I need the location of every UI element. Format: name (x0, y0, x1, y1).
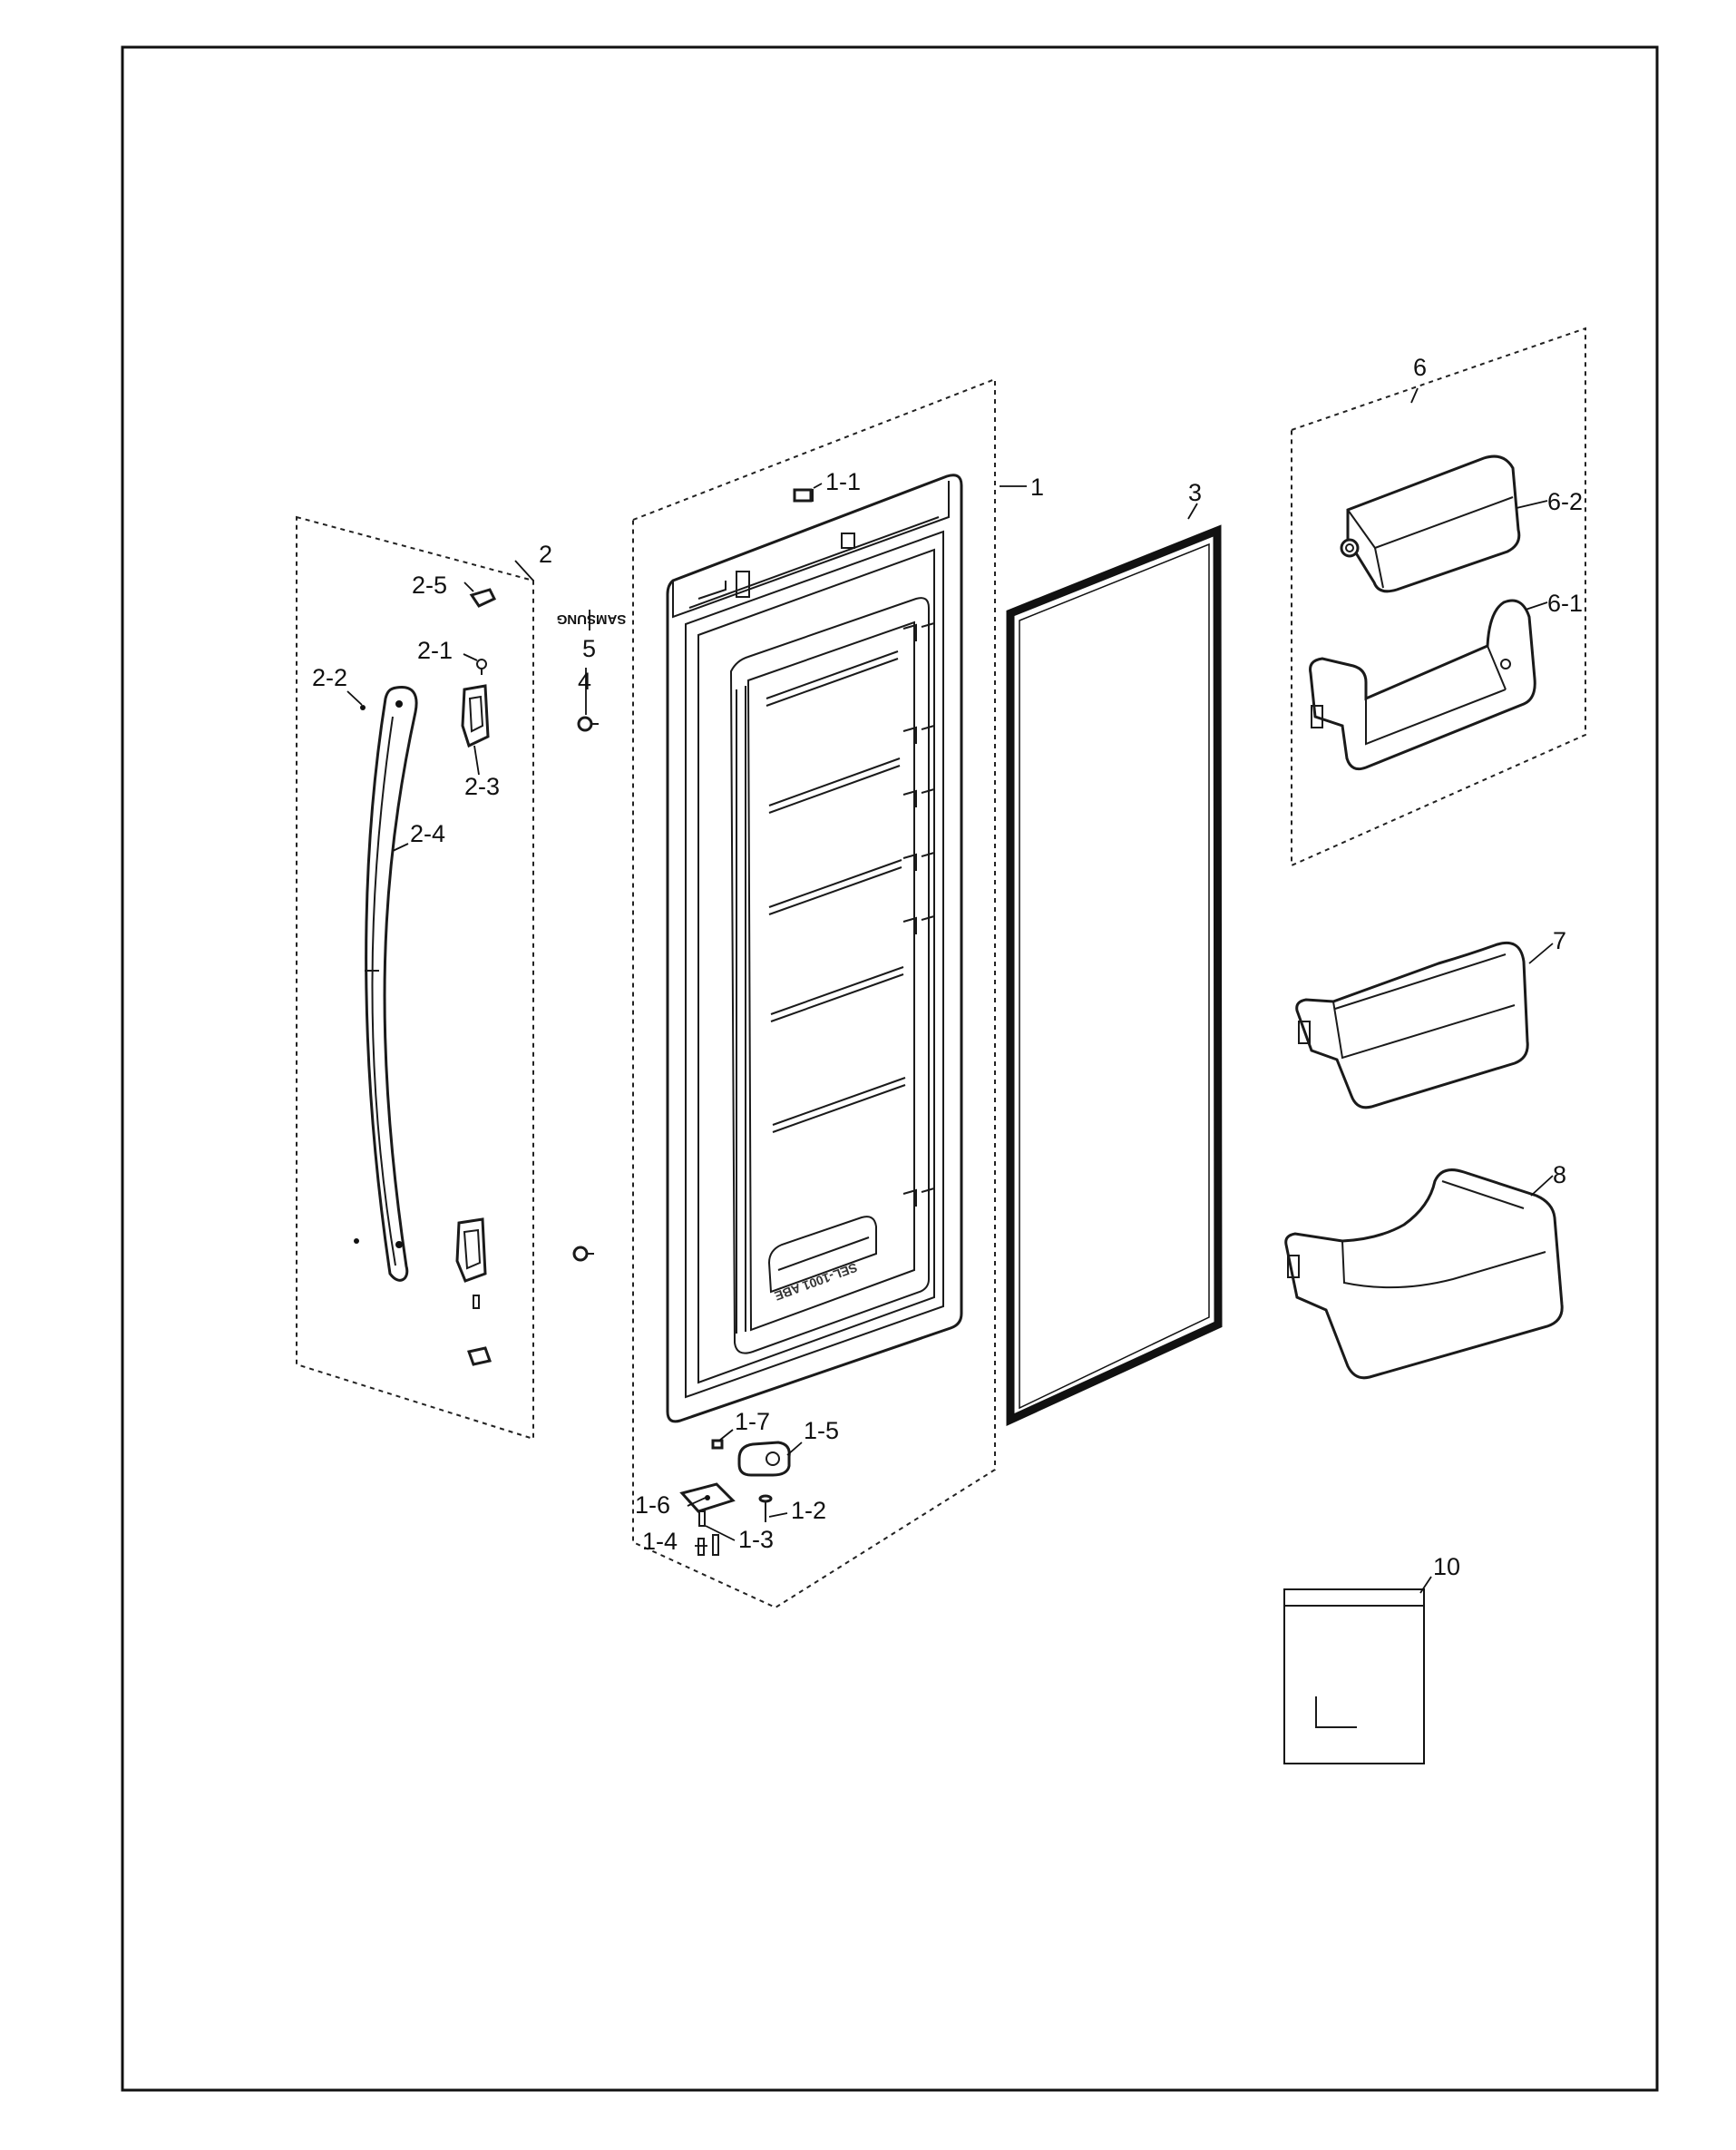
screw-1-2 (758, 1494, 773, 1522)
handle-bracket-bottom (455, 1217, 487, 1283)
group-1-boundary (632, 377, 996, 1609)
screw-4-bottom (572, 1246, 594, 1262)
screw-2-2-bottom (354, 1238, 359, 1244)
screw-2-1 (476, 659, 487, 675)
callout-1-7: 1-7 (735, 1408, 770, 1435)
callout-5: 5 (582, 635, 596, 662)
door-foam-assembly: SEL-1001 ABE (666, 474, 963, 1423)
hinge-1-5 (737, 1441, 791, 1477)
callout-2: 2 (539, 541, 552, 568)
callout-3: 3 (1188, 479, 1202, 506)
group-2-boundary (296, 515, 534, 1441)
callout-6: 6 (1413, 354, 1427, 381)
callout-1-3: 1-3 (738, 1526, 774, 1553)
callout-2-2: 2-2 (312, 664, 347, 691)
samsung-logo-badge: SAMSUNG (557, 611, 627, 627)
screw-1-3 (698, 1510, 706, 1527)
guard-7 (1295, 941, 1529, 1109)
diagram-frame (121, 45, 1659, 2092)
screw-1-4-right (712, 1534, 719, 1556)
callout-1-6: 1-6 (635, 1491, 670, 1519)
guard-cover-6-2 (1340, 454, 1521, 593)
screw-bottom-small (473, 1295, 480, 1309)
manual-bag-10 (1283, 1588, 1425, 1764)
callout-2-1: 2-1 (417, 637, 453, 664)
group-6-boundary (1291, 327, 1586, 867)
leader-lines (346, 387, 1554, 1594)
callout-6-1: 6-1 (1547, 590, 1583, 617)
screw-2-2-top (360, 705, 366, 710)
callout-1-1: 1-1 (825, 468, 861, 495)
callout-1: 1 (1030, 474, 1044, 501)
hinge-plate-1-6 (679, 1482, 736, 1513)
screw-1-4-left (697, 1538, 705, 1556)
callout-6-2: 6-2 (1547, 488, 1583, 515)
callout-2-3: 2-3 (464, 773, 500, 800)
callout-labels: 1 1-1 1-2 1-3 1-4 1-5 1-6 1-7 2 2-1 2-2 … (312, 354, 1583, 1580)
screw-4-top (577, 716, 599, 732)
guard-8 (1284, 1168, 1564, 1380)
guard-6-1 (1309, 599, 1536, 771)
callout-2-5: 2-5 (412, 572, 447, 599)
callout-1-2: 1-2 (791, 1497, 826, 1524)
cap-bottom (467, 1346, 492, 1366)
cap-2-5 (469, 588, 497, 608)
callout-1-4: 1-4 (642, 1528, 678, 1555)
callout-2-4: 2-4 (410, 820, 445, 847)
callout-10: 10 (1433, 1553, 1460, 1580)
door-cap-1-1 (793, 488, 813, 503)
door-handle (365, 685, 418, 1282)
callout-1-5: 1-5 (804, 1417, 839, 1444)
bushing-1-7 (711, 1439, 724, 1450)
handle-bracket-top (461, 684, 490, 748)
callout-7: 7 (1553, 927, 1566, 954)
callout-4: 4 (578, 668, 591, 695)
callout-8: 8 (1553, 1161, 1566, 1188)
door-gasket (1006, 524, 1223, 1427)
